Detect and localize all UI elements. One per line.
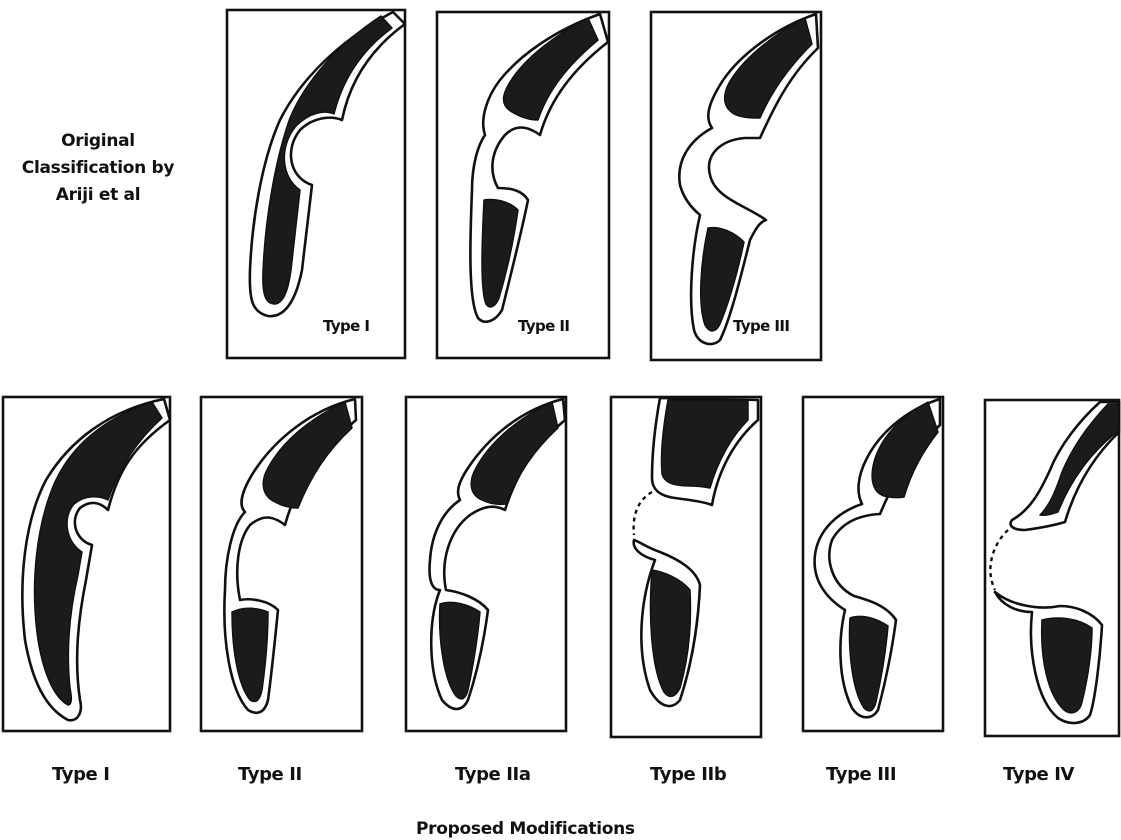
original-type-3-panel: Type III xyxy=(651,12,821,360)
original-type-1-panel: Type I xyxy=(227,10,405,358)
proposed-type-2a-panel: Type IIa xyxy=(406,397,566,785)
proposed-type-2-panel: Type II xyxy=(201,397,362,785)
panel-label: Type IV xyxy=(1003,764,1075,785)
panel-label: Type II xyxy=(518,317,569,335)
panel-label: Type III xyxy=(826,764,896,785)
original-type-2-panel: Type II xyxy=(437,12,609,358)
panel-label: Type IIa xyxy=(455,764,531,785)
panel-label: Type I xyxy=(52,764,110,785)
proposed-type-3-panel: Type III xyxy=(803,397,943,785)
panel-label: Type II xyxy=(238,764,302,785)
proposed-type-1-panel: Type I xyxy=(3,397,170,785)
panel-label: Type III xyxy=(733,317,789,335)
proposed-type-2b-panel: Type IIb xyxy=(611,397,761,785)
proposed-modifications-caption: Proposed Modifications xyxy=(416,819,635,839)
proposed-type-4-panel: Type IV xyxy=(985,400,1119,785)
panel-label: Type I xyxy=(323,317,369,335)
panel-label: Type IIb xyxy=(650,764,727,785)
